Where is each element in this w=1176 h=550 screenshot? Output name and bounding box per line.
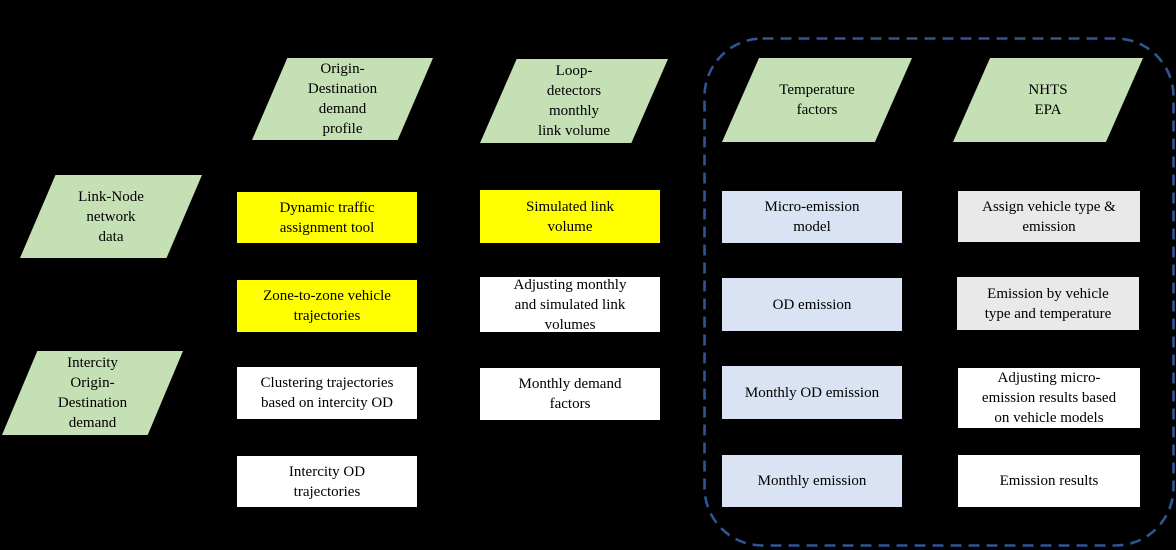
process-micro-emission-model: Micro-emission model bbox=[722, 191, 902, 243]
process-monthly-emission: Monthly emission bbox=[722, 455, 902, 507]
input-origin-destination-demand-profile: Origin- Destination demand profile bbox=[252, 58, 433, 140]
process-simulated-link-volume: Simulated link volume bbox=[480, 190, 660, 243]
emission-module-boundary bbox=[703, 37, 1175, 547]
process-dynamic-traffic-assignment-tool: Dynamic traffic assignment tool bbox=[237, 192, 417, 243]
process-clustering-trajectories-based-on-intercity-od: Clustering trajectories based on interci… bbox=[237, 367, 417, 419]
process-adjusting-micro-emission-results-based-on-vehicle-models: Adjusting micro- emission results based … bbox=[958, 368, 1140, 428]
process-adjusting-monthly-and-simulated-link-volumes: Adjusting monthly and simulated link vol… bbox=[480, 277, 660, 333]
process-od-emission: OD emission bbox=[722, 278, 902, 331]
process-assign-vehicle-type-and-emission: Assign vehicle type & emission bbox=[958, 191, 1140, 242]
input-link-node-network-data: Link-Node network data bbox=[20, 175, 202, 258]
process-monthly-od-emission: Monthly OD emission bbox=[722, 366, 902, 419]
process-emission-results: Emission results bbox=[958, 455, 1140, 507]
process-zone-to-zone-vehicle-trajectories: Zone-to-zone vehicle trajectories bbox=[237, 280, 417, 332]
input-loop-detectors-monthly-link-volume: Loop- detectors monthly link volume bbox=[480, 59, 668, 143]
input-temperature-factors: Temperature factors bbox=[722, 58, 912, 142]
process-monthly-demand-factors: Monthly demand factors bbox=[480, 368, 660, 420]
emission-module-boundary-rect bbox=[703, 37, 1175, 547]
input-intercity-origin-destination-demand: Intercity Origin- Destination demand bbox=[2, 351, 183, 435]
process-intercity-od-trajectories: Intercity OD trajectories bbox=[237, 456, 417, 507]
process-emission-by-vehicle-type-and-temperature: Emission by vehicle type and temperature bbox=[957, 277, 1139, 330]
input-nhts-epa: NHTS EPA bbox=[953, 58, 1143, 142]
